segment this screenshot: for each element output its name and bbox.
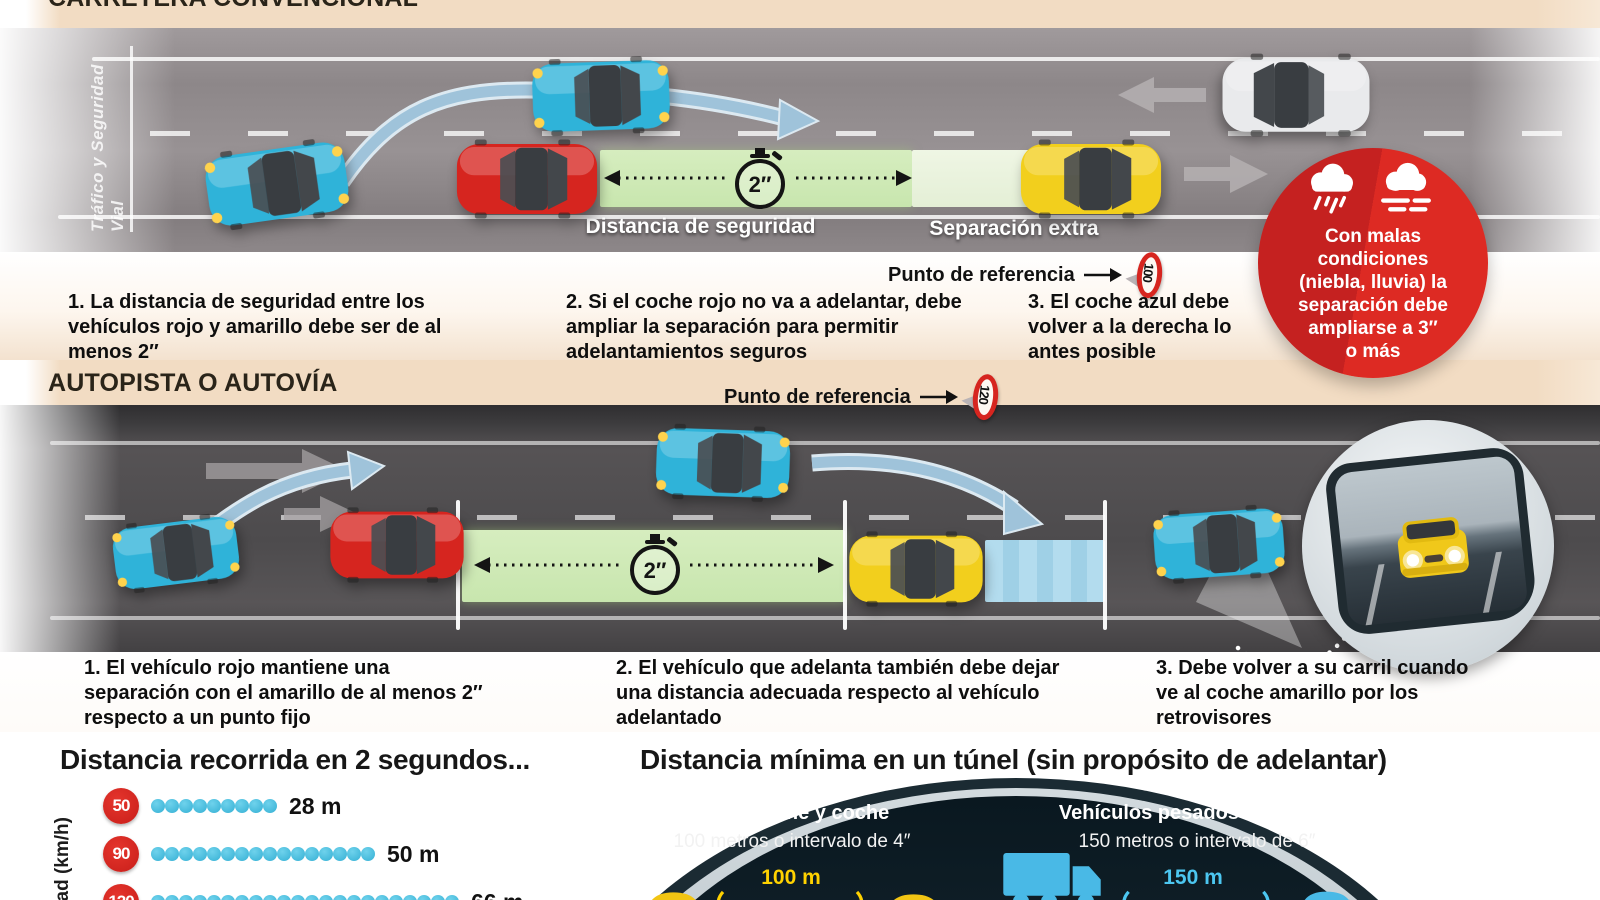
note-3: 3. Debe volver a su carril cuando ve al … — [1156, 657, 1469, 729]
note-2: 2. Si el coche rojo no va a adelantar, d… — [566, 291, 962, 363]
note-1: 1. La distancia de seguridad entre los v… — [68, 291, 442, 363]
bad-weather-text: Con malas condiciones (niebla, lluvia) l… — [1298, 226, 1448, 362]
reference-line — [843, 500, 847, 630]
tunnel-cars-distance: 100 m — [761, 866, 821, 889]
reference-point-row: Punto de referencia 120 — [724, 372, 1003, 422]
distance-bracket-icon — [712, 890, 868, 900]
mirror-road-line — [1480, 551, 1502, 625]
yellow-car — [843, 530, 989, 608]
distance-dots — [151, 845, 375, 863]
distance-value-label: 28 m — [289, 792, 342, 819]
blue-car-silhouette-icon — [1288, 884, 1362, 900]
safety-distance-label: Distancia de seguridad — [585, 215, 816, 238]
yellow-car-reflection — [1391, 512, 1475, 586]
stopwatch-icon: 2″ — [735, 148, 785, 209]
arrow-right-icon — [919, 390, 958, 404]
lane-line — [50, 441, 1600, 445]
stopwatch-icon: 2″ — [630, 534, 680, 595]
yellow-car-silhouette-icon — [874, 886, 950, 900]
chart-y-axis-label: Velocidad (km/h) — [52, 817, 73, 900]
tunnel-heavy-heading: Vehículos pesados +3.500 kg — [1058, 802, 1336, 824]
blue-car-overtaking — [651, 422, 796, 505]
section2-title: AUTOPISTA O AUTOVÍA — [48, 369, 338, 397]
lane-line — [92, 57, 1600, 61]
watermark-credit: Tráfico y Seguridad Vial — [88, 46, 133, 232]
tunnel-cars-heading: Entre coche y coche — [694, 802, 890, 824]
note-1: 1. El vehículo rojo mantiene una separac… — [84, 657, 483, 729]
mirror-road-line — [1363, 563, 1385, 627]
reference-point-label: Punto de referencia — [888, 263, 1075, 286]
tunnel-heavy-distance: 150 m — [1163, 866, 1223, 889]
stopwatch-value: 2″ — [644, 558, 667, 583]
distance-bracket-icon — [1112, 890, 1280, 900]
speed-badge: 120 — [103, 884, 139, 900]
bad-weather-badge — [1258, 148, 1488, 378]
lane-line — [50, 616, 1600, 620]
chart-row: 90 50 m — [103, 834, 623, 874]
sign-value: 120 — [975, 384, 993, 405]
arrow-right-icon — [1083, 268, 1122, 282]
chart-row: 50 28 m — [103, 786, 623, 826]
tunnel-title: Distancia mínima en un túnel (sin propós… — [640, 744, 1387, 775]
lane-dash-line — [150, 131, 1600, 136]
distance-value-label: 50 m — [387, 840, 440, 867]
distance-dots — [151, 893, 459, 900]
reference-point-label: Punto de referencia — [724, 385, 911, 408]
chart-title: Distancia recorrida en 2 segundos... — [60, 744, 531, 775]
sign-value: 100 — [1139, 262, 1157, 283]
red-car — [326, 506, 468, 584]
chart-row: 120 66 m — [103, 882, 623, 900]
lane-dash-line — [85, 515, 1600, 520]
extra-separation-label: Separación extra — [929, 217, 1099, 240]
speed-badge: 90 — [103, 836, 139, 872]
road-left-fade — [0, 28, 175, 252]
lane-line — [58, 215, 1600, 219]
tunnel-heavy-subheading: 150 metros o intervalo de 6″ — [1078, 831, 1316, 852]
white-car-oncoming — [1208, 52, 1384, 138]
truck-silhouette-icon — [1000, 850, 1104, 900]
section1-header-band — [0, 0, 1600, 30]
mirror-reflection — [1333, 455, 1529, 627]
fog-icon — [1376, 162, 1436, 218]
speed-badge: 50 — [103, 788, 139, 824]
note-2: 2. El vehículo que adelanta también debe… — [616, 657, 1060, 729]
reference-line — [1103, 500, 1107, 630]
yellow-car — [1016, 138, 1166, 220]
overtaker-separation-zone — [985, 540, 1105, 602]
side-mirror — [1323, 445, 1539, 637]
speed-limit-sign-120: 120 — [951, 372, 1003, 422]
distance-dots — [151, 797, 277, 815]
stopwatch-value: 2″ — [749, 172, 772, 197]
road-left-fade — [0, 405, 120, 652]
blue-car-returning — [1148, 501, 1291, 586]
distance-value-label: 66 m — [471, 889, 523, 900]
chart-rows: 50 28 m 90 50 m 120 66 m — [103, 786, 623, 900]
rain-icon — [1304, 160, 1360, 218]
yellow-car-silhouette-icon — [634, 884, 710, 900]
section1-title: CARRETERA CONVENCIONAL — [48, 0, 418, 13]
blue-car-overtaking — [527, 53, 676, 138]
note-3: 3. El coche azul debe volver a la derech… — [1028, 291, 1232, 363]
red-car — [452, 138, 602, 220]
road-right-fade — [1470, 28, 1600, 252]
reference-point-row: Punto de referencia 100 — [888, 250, 1165, 300]
tunnel-cars-subheading: 100 metros o intervalo de 4″ — [673, 831, 911, 852]
